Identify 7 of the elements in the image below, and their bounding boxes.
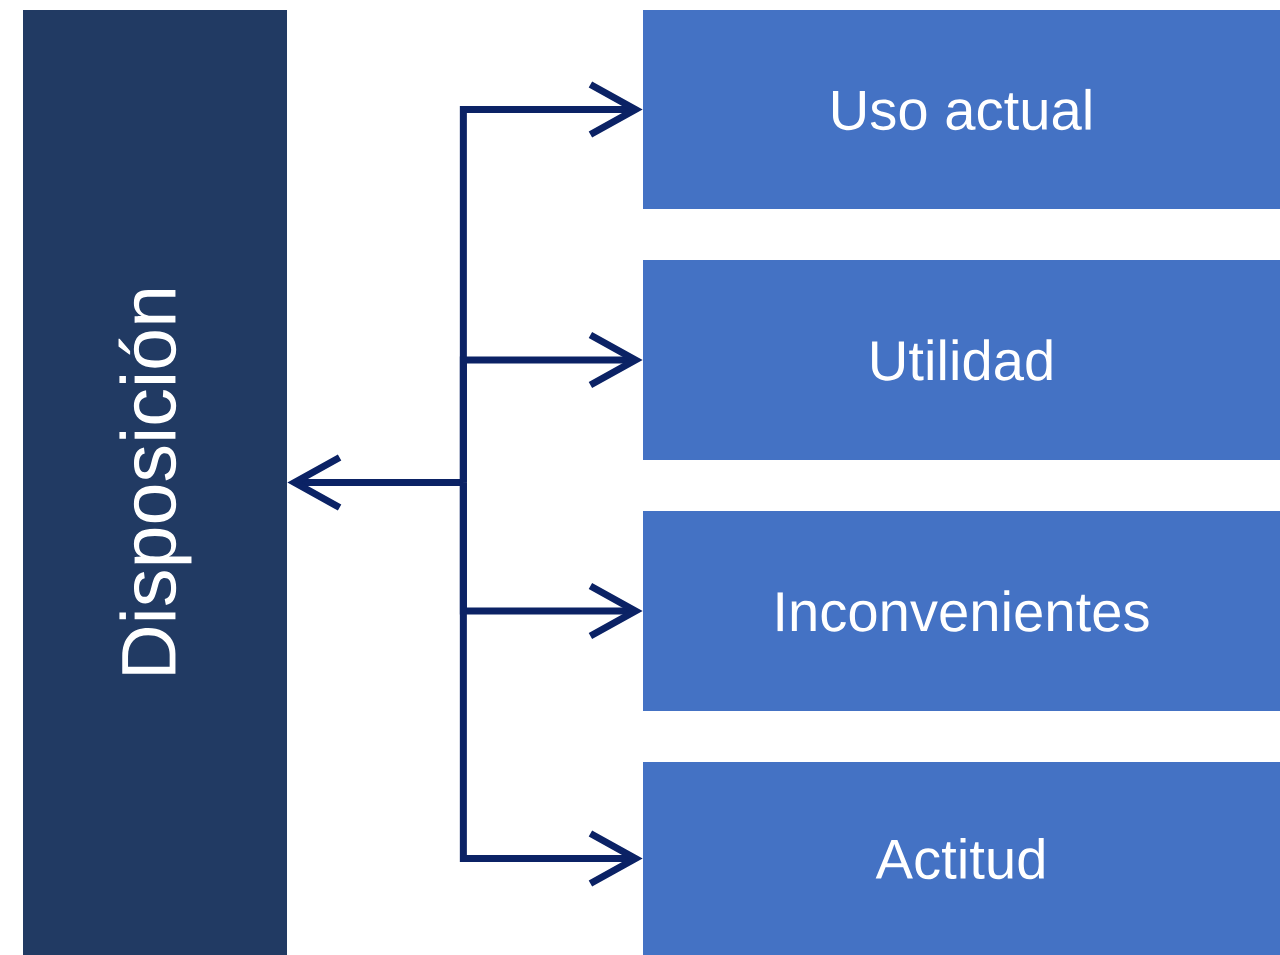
process-box: Actitud (643, 762, 1280, 955)
arrow (459, 482, 643, 887)
process-box: Utilidad (643, 260, 1280, 460)
side-bar: Disposición (23, 10, 287, 955)
arrow (459, 331, 643, 483)
process-box: Inconvenientes (643, 511, 1280, 711)
process-box: Uso actual (643, 10, 1280, 209)
